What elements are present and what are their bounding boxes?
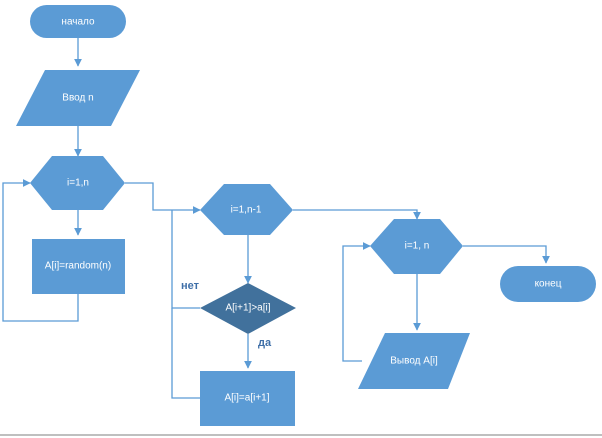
end-node-label: конец	[535, 279, 562, 290]
compare-node-label: A[i+1]>a[i]	[225, 303, 270, 314]
output-node-label: Вывод A[i]	[390, 356, 438, 367]
assign-swap-node-label: A[i]=a[i+1]	[224, 393, 269, 404]
loop3-node-label: i=1, n	[405, 241, 430, 252]
loop3-node: i=1, n	[370, 219, 463, 274]
edge-label-yes: да	[258, 337, 272, 349]
start-node: начало	[30, 5, 126, 38]
assign-random-node: A[i]=random(n)	[32, 239, 125, 294]
edge-loop2-to-loop3	[293, 209, 421, 220]
edge-label-no: нет	[181, 280, 200, 292]
edge-output-loop-back	[342, 242, 371, 362]
assign-swap-node: A[i]=a[i+1]	[200, 371, 295, 426]
edge-loop1-to-loop2	[125, 182, 201, 214]
compare-node: A[i+1]>a[i]	[200, 283, 296, 334]
edge-loop3-to-end	[463, 245, 550, 264]
edge-assign-swap-back	[171, 308, 200, 399]
edge-compare-no-back	[171, 210, 200, 309]
loop2-node: i=1,n-1	[200, 184, 293, 235]
end-node: конец	[500, 266, 596, 302]
input-node: Ввод n	[16, 70, 140, 126]
assign-random-node-label: A[i]=random(n)	[45, 261, 111, 272]
loop2-node-label: i=1,n-1	[231, 205, 262, 216]
edges	[2, 38, 550, 399]
edge-assign-random-loop-back	[2, 179, 79, 322]
start-node-label: начало	[61, 17, 95, 28]
loop1-node-label: i=1,n	[67, 178, 89, 189]
input-node-label: Ввод n	[62, 93, 93, 104]
output-node: Вывод A[i]	[358, 333, 470, 389]
loop1-node: i=1,n	[30, 156, 125, 210]
